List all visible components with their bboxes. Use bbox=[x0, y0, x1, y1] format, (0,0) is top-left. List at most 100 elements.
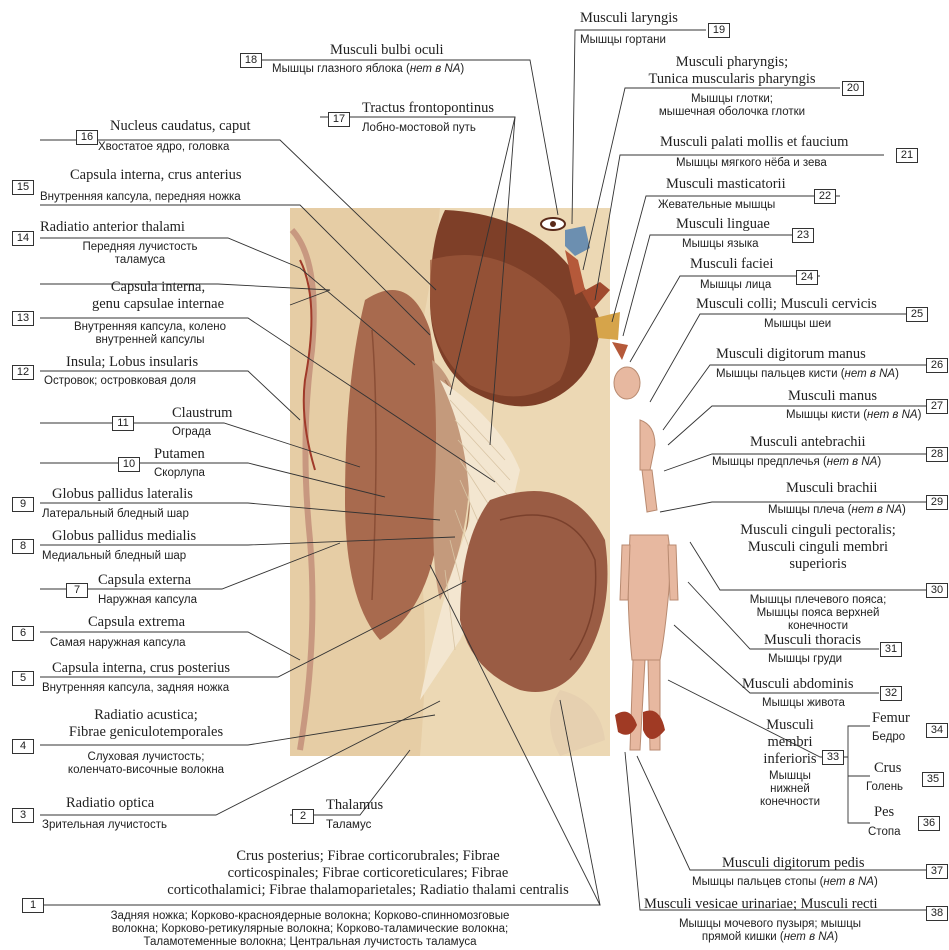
label-13-number: 13 bbox=[12, 311, 34, 326]
label-11-latin: Claustrum bbox=[172, 405, 232, 422]
label-14-latin: Radiatio anterior thalami bbox=[40, 219, 185, 236]
label-29-russian: Мышцы плеча (нет в NA) bbox=[768, 504, 906, 517]
label-11-number: 11 bbox=[112, 416, 134, 431]
label-8-russian: Медиальный бледный шар bbox=[42, 550, 186, 563]
label-17-latin: Tractus frontopontinus bbox=[362, 100, 494, 117]
label-9-latin: Globus pallidus lateralis bbox=[52, 486, 193, 503]
label-13-latin: Capsula interna,genu capsulae internae bbox=[92, 279, 224, 313]
label-34-russian: Бедро bbox=[872, 731, 905, 744]
label-20-russian: Мышцы глотки;мышечная оболочка глотки bbox=[659, 93, 805, 119]
label-30-latin: Musculi cinguli pectoralis;Musculi cingu… bbox=[740, 522, 895, 573]
label-38-number: 38 bbox=[926, 906, 948, 921]
label-33-number: 33 bbox=[822, 750, 844, 765]
label-19-russian: Мышцы гортани bbox=[580, 34, 666, 47]
label-32-russian: Мышцы живота bbox=[762, 697, 845, 710]
label-16-latin: Nucleus caudatus, caput bbox=[110, 118, 251, 135]
label-18-russian: Мышцы глазного яблока (нет в NA) bbox=[272, 63, 464, 76]
label-24-russian: Мышцы лица bbox=[700, 279, 771, 292]
label-30-russian: Мышцы плечевого пояса;Мышцы пояса верхне… bbox=[750, 594, 887, 633]
label-8-latin: Globus pallidus medialis bbox=[52, 528, 196, 545]
label-2-number: 2 bbox=[292, 809, 314, 824]
label-9-russian: Латеральный бледный шар bbox=[42, 508, 189, 521]
label-24-latin: Musculi faciei bbox=[690, 256, 773, 273]
label-31-number: 31 bbox=[880, 642, 902, 657]
label-34-number: 34 bbox=[926, 723, 948, 738]
label-37-number: 37 bbox=[926, 864, 948, 879]
label-16-number: 16 bbox=[76, 130, 98, 145]
label-15-russian: Внутренняя капсула, передняя ножка bbox=[40, 191, 241, 204]
label-26-number: 26 bbox=[926, 358, 948, 373]
label-7-latin: Capsula externa bbox=[98, 572, 191, 589]
label-17-number: 17 bbox=[328, 112, 350, 127]
label-35-number: 35 bbox=[922, 772, 944, 787]
label-11-russian: Ограда bbox=[172, 426, 211, 439]
label-21-number: 21 bbox=[896, 148, 918, 163]
label-15-number: 15 bbox=[12, 180, 34, 195]
label-37-russian: Мышцы пальцев стопы (нет в NA) bbox=[692, 876, 878, 889]
brain-horizontal-section bbox=[290, 208, 610, 756]
label-29-number: 29 bbox=[926, 495, 948, 510]
label-6-number: 6 bbox=[12, 626, 34, 641]
label-7-number: 7 bbox=[66, 583, 88, 598]
label-36-latin: Pes bbox=[874, 804, 894, 821]
label-28-latin: Musculi antebrachii bbox=[750, 434, 866, 451]
label-36-number: 36 bbox=[918, 816, 940, 831]
label-10-number: 10 bbox=[118, 457, 140, 472]
label-10-latin: Putamen bbox=[154, 446, 205, 463]
label-12-latin: Insula; Lobus insularis bbox=[66, 354, 198, 371]
label-16-russian: Хвостатое ядро, головка bbox=[98, 141, 229, 154]
label-5-number: 5 bbox=[12, 671, 34, 686]
label-4-latin: Radiatio acustica;Fibrae geniculotempora… bbox=[69, 707, 223, 741]
label-32-latin: Musculi abdominis bbox=[742, 676, 854, 693]
label-20-number: 20 bbox=[842, 81, 864, 96]
label-8-number: 8 bbox=[12, 539, 34, 554]
label-27-number: 27 bbox=[926, 399, 948, 414]
label-31-latin: Musculi thoracis bbox=[764, 632, 861, 649]
label-6-latin: Capsula extrema bbox=[88, 614, 185, 631]
label-27-latin: Musculi manus bbox=[788, 388, 877, 405]
label-19-latin: Musculi laryngis bbox=[580, 10, 678, 27]
label-14-number: 14 bbox=[12, 231, 34, 246]
label-18-latin: Musculi bulbi oculi bbox=[330, 42, 444, 59]
label-23-number: 23 bbox=[792, 228, 814, 243]
label-10-russian: Скорлупа bbox=[154, 467, 205, 480]
label-22-number: 22 bbox=[814, 189, 836, 204]
label-17-russian: Лобно-мостовой путь bbox=[362, 122, 476, 135]
label-1-number: 1 bbox=[22, 898, 44, 913]
label-9-number: 9 bbox=[12, 497, 34, 512]
label-23-latin: Musculi linguae bbox=[676, 216, 770, 233]
label-20-latin: Musculi pharyngis;Tunica muscularis phar… bbox=[648, 54, 815, 88]
label-15-latin: Capsula interna, crus anterius bbox=[70, 167, 242, 184]
label-5-russian: Внутренняя капсула, задняя ножка bbox=[42, 682, 229, 695]
label-7-russian: Наружная капсула bbox=[98, 594, 197, 607]
label-23-russian: Мышцы языка bbox=[682, 238, 759, 251]
label-36-russian: Стопа bbox=[868, 826, 900, 839]
label-12-number: 12 bbox=[12, 365, 34, 380]
label-12-russian: Островок; островковая доля bbox=[44, 375, 196, 388]
label-35-latin: Crus bbox=[874, 760, 901, 777]
label-22-russian: Жевательные мышцы bbox=[658, 199, 775, 212]
label-4-russian: Слуховая лучистость;коленчато-височные в… bbox=[68, 751, 224, 777]
label-26-latin: Musculi digitorum manus bbox=[716, 346, 866, 363]
label-25-latin: Musculi colli; Musculi cervicis bbox=[696, 296, 877, 313]
label-28-russian: Мышцы предплечья (нет в NA) bbox=[712, 456, 881, 469]
label-24-number: 24 bbox=[796, 270, 818, 285]
label-38-latin: Musculi vesicae urinariae; Musculi recti bbox=[644, 896, 878, 913]
label-3-russian: Зрительная лучистость bbox=[42, 819, 167, 832]
label-29-latin: Musculi brachii bbox=[786, 480, 877, 497]
label-34-latin: Femur bbox=[872, 710, 910, 727]
label-21-russian: Мышцы мягкого нёба и зева bbox=[676, 157, 827, 170]
label-6-russian: Самая наружная капсула bbox=[50, 637, 186, 650]
label-3-latin: Radiatio optica bbox=[66, 795, 154, 812]
label-30-number: 30 bbox=[926, 583, 948, 598]
label-35-russian: Голень bbox=[866, 781, 903, 794]
label-37-latin: Musculi digitorum pedis bbox=[722, 855, 865, 872]
label-26-russian: Мышцы пальцев кисти (нет в NA) bbox=[716, 368, 899, 381]
label-28-number: 28 bbox=[926, 447, 948, 462]
label-3-number: 3 bbox=[12, 808, 34, 823]
